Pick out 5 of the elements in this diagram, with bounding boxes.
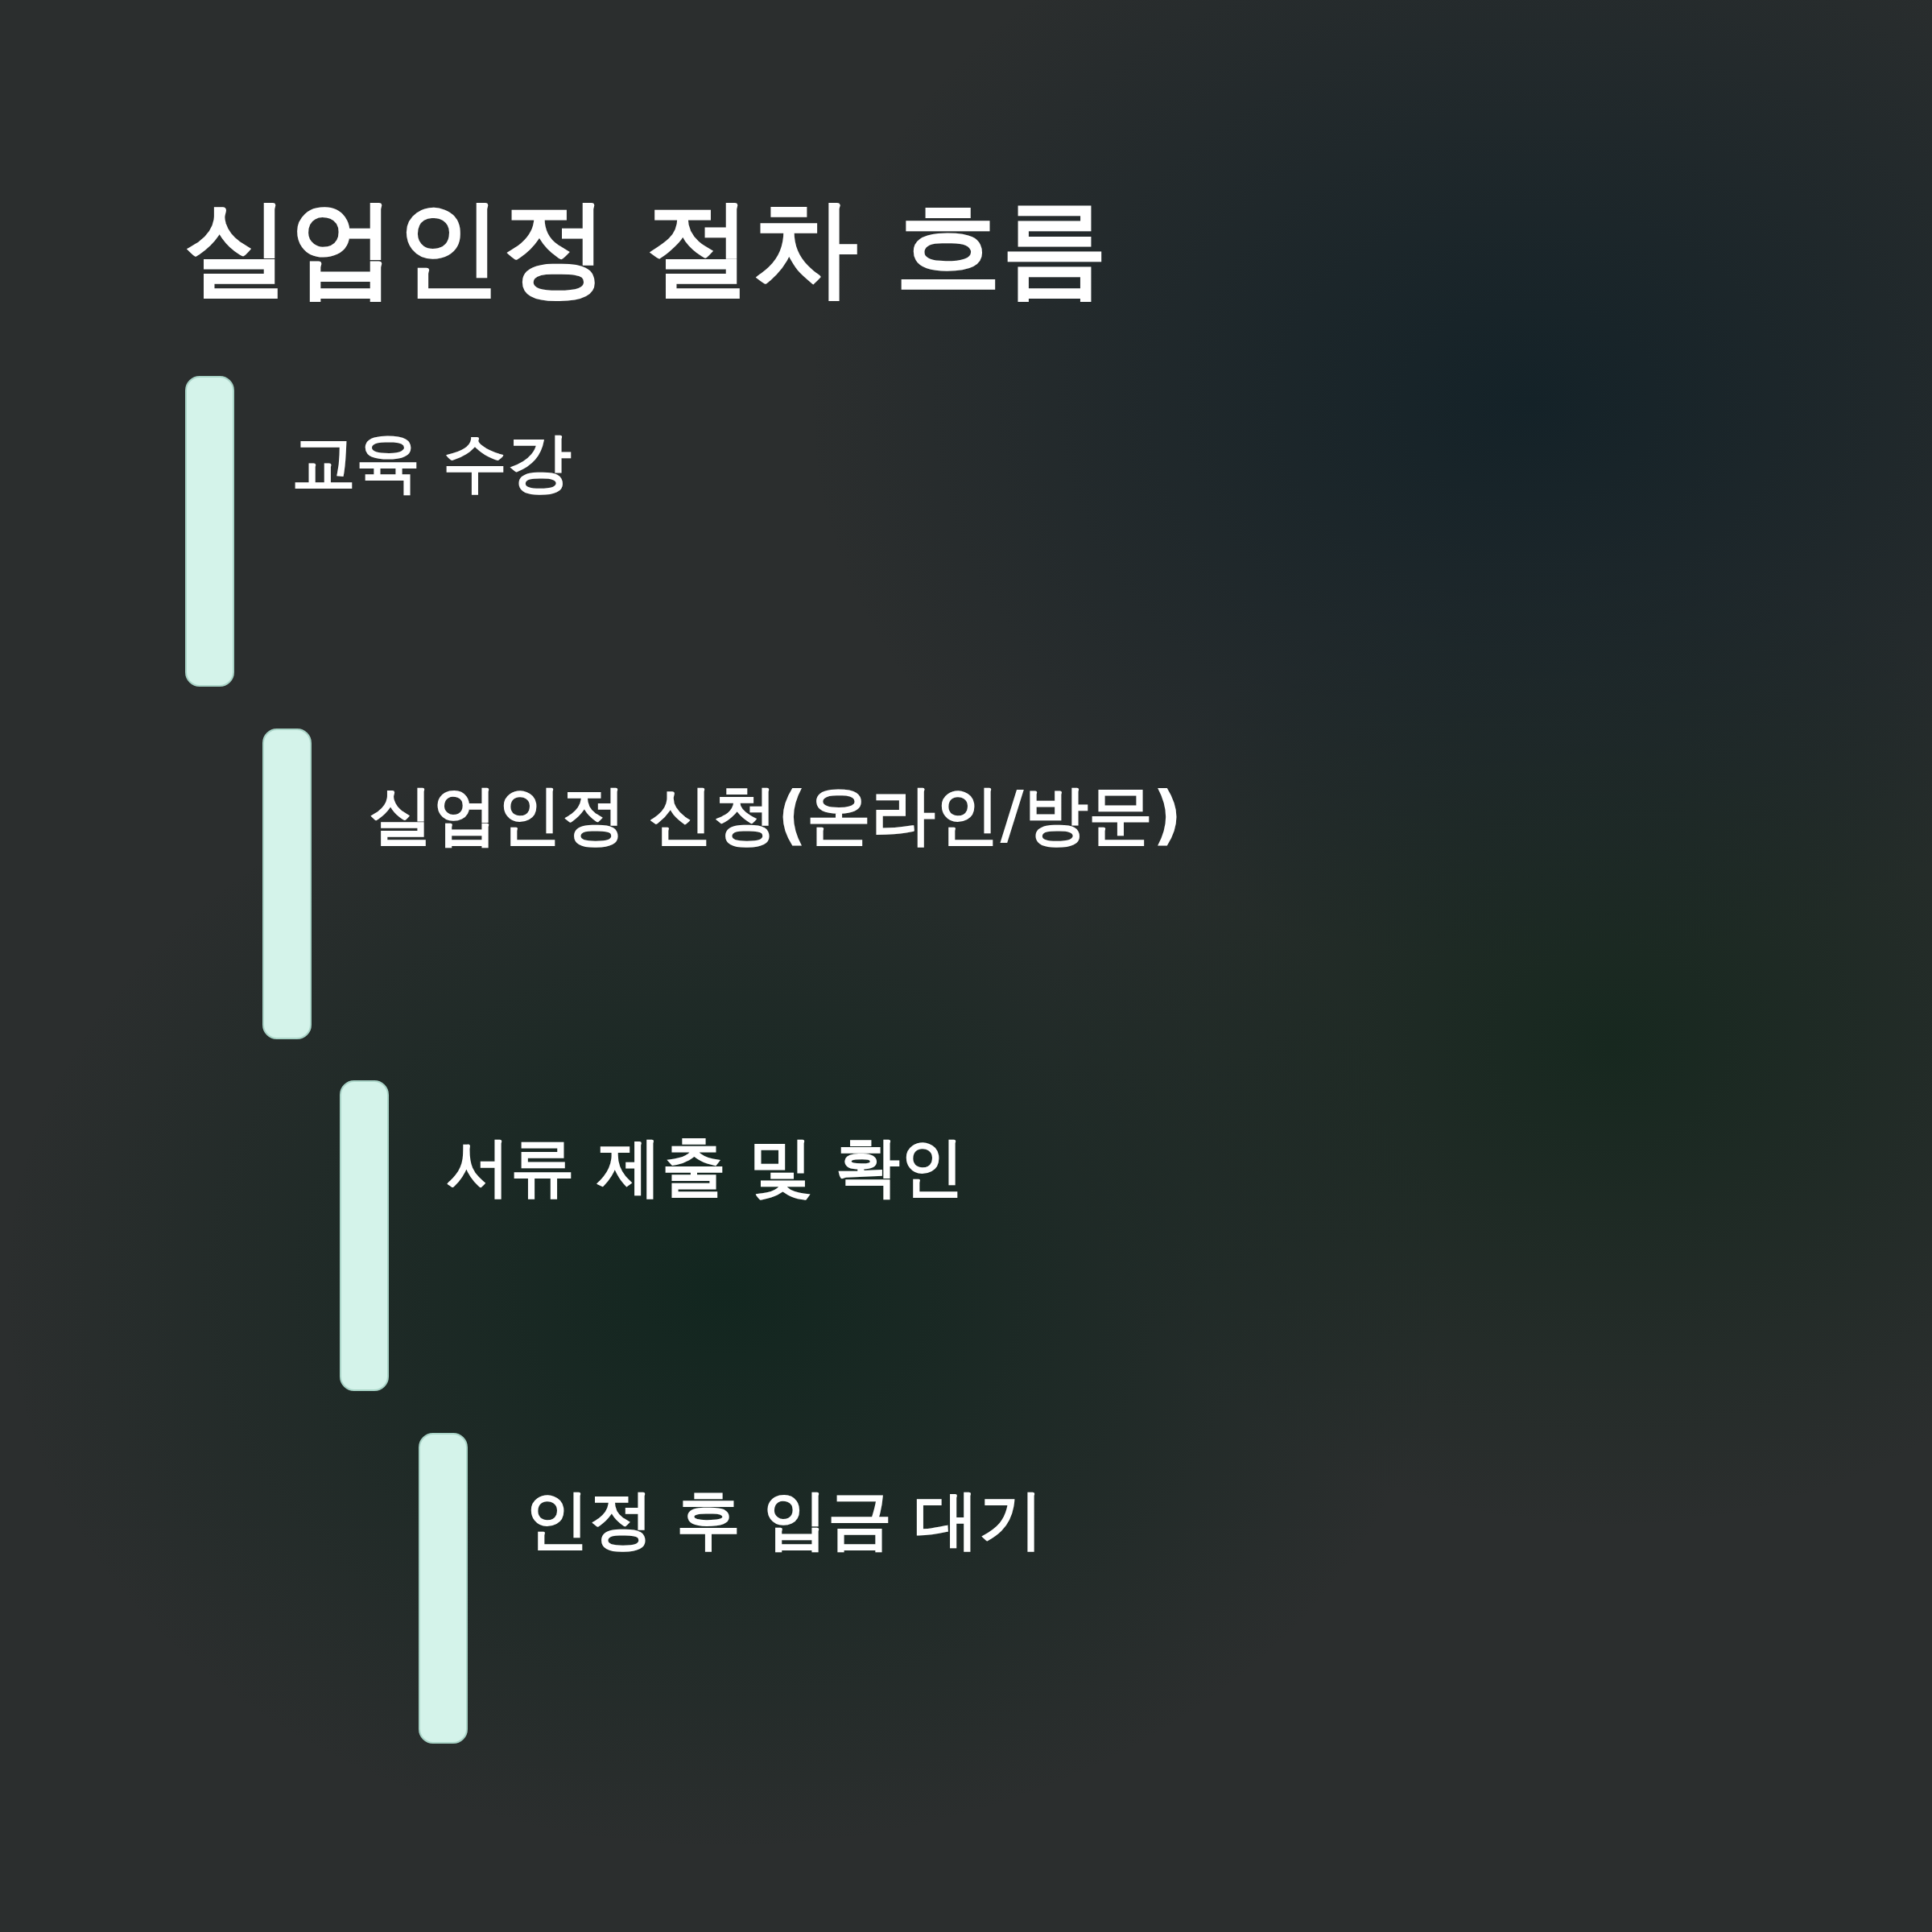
step-label: 실업인정 신청(온라인/방문) <box>369 777 1183 854</box>
title: 실업인정 절차 흐름 <box>184 184 1108 311</box>
step-label: 서류 제출 및 확인 <box>446 1129 964 1206</box>
step-label: 교육 수강 <box>291 424 572 502</box>
step-label: 인정 후 입금 대기 <box>525 1481 1043 1558</box>
